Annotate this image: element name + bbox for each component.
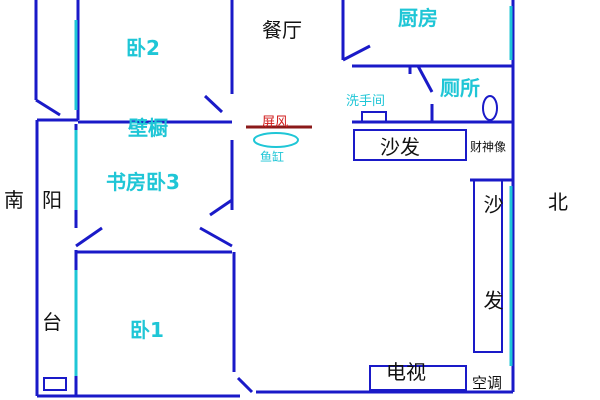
room-label-bedroom1: 卧1 — [130, 318, 164, 342]
direction-label-north: 北 — [548, 190, 568, 214]
furniture-label-screen: 屏风 — [262, 115, 289, 130]
furniture-label-sofa-top: 沙发 — [380, 135, 420, 159]
wall-restroom-door — [416, 65, 434, 93]
furniture-label-aircon: 空调 — [472, 374, 503, 392]
sofa-top-box — [353, 129, 467, 161]
room-label-restroom: 厕所 — [440, 76, 480, 100]
tv-box — [369, 365, 467, 391]
balcony-label-tai: 台 — [42, 310, 62, 334]
washbasin — [361, 111, 387, 123]
room-label-kitchen: 厨房 — [398, 6, 438, 30]
balcony-label-yang: 阳 — [42, 188, 62, 212]
sofa-right-box — [473, 179, 503, 353]
wall-bed1-door-right — [199, 226, 233, 248]
wall-bed1-door-bottom — [236, 376, 254, 394]
wall-bed2-door — [203, 94, 224, 114]
furniture-label-fish-tank: 鱼缸 — [260, 150, 285, 164]
toilet — [482, 95, 498, 121]
furniture-label-sofa-right: 沙发 — [480, 194, 504, 386]
balcony-box — [43, 377, 67, 391]
direction-label-south: 南 — [4, 188, 24, 212]
wall-study-door — [209, 198, 233, 217]
wall-bed2-diag — [35, 98, 61, 117]
wall-bed1-door-left — [75, 226, 103, 248]
room-label-dining: 餐厅 — [262, 18, 302, 42]
furniture-label-tv: 电视 — [386, 360, 426, 384]
room-label-study-bedroom3: 书房卧3 — [106, 170, 180, 194]
room-label-washroom: 洗手间 — [346, 94, 386, 109]
room-label-wardrobe: 壁橱 — [128, 116, 168, 140]
fish-tank-ellipse — [253, 132, 299, 148]
room-label-bedroom2: 卧2 — [126, 36, 160, 60]
furniture-label-wealth-god: 财神像 — [470, 140, 507, 154]
wall-kitchen-diag — [342, 44, 371, 62]
